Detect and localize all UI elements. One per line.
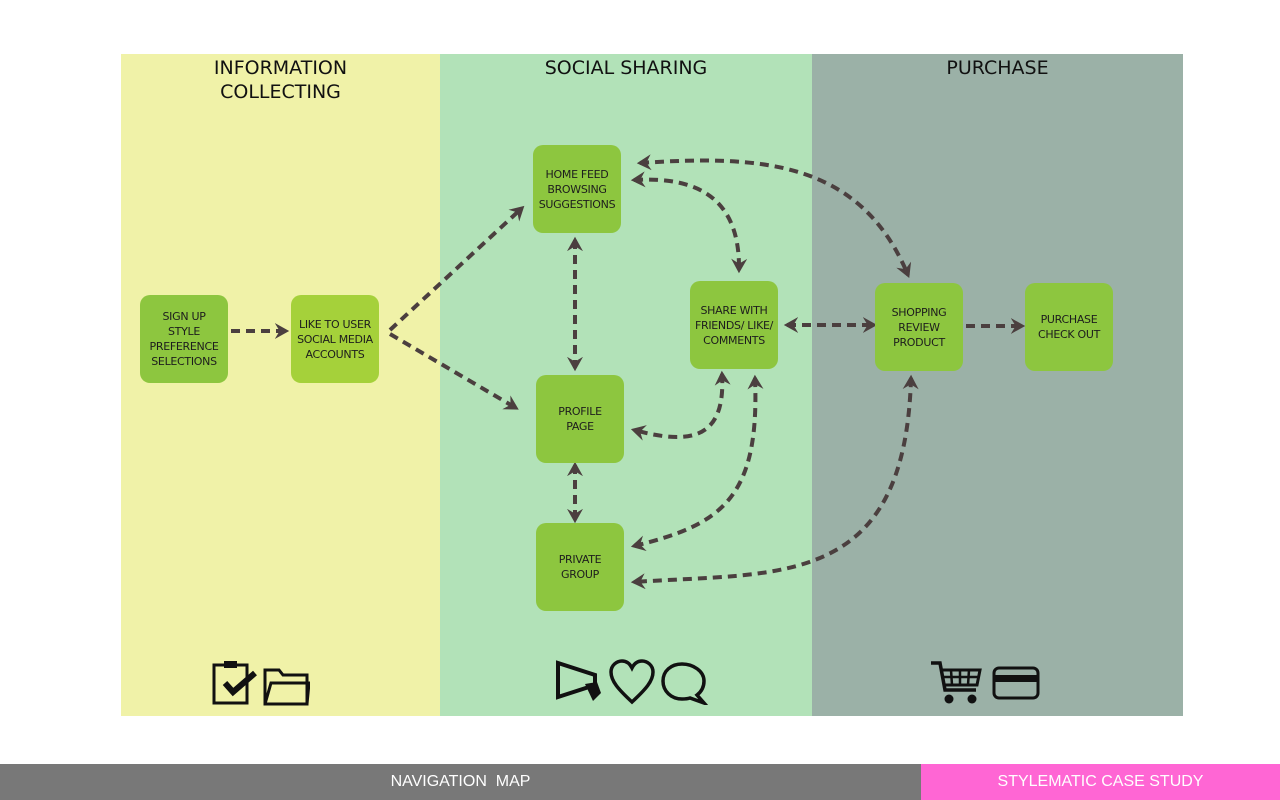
arrow-homefeed-share (630, 171, 748, 274)
node-checkout[interactable]: PURCHASE CHECK OUT (1025, 283, 1113, 371)
lane-title-purchase: PURCHASE (946, 57, 1049, 79)
heart-icon (609, 659, 655, 705)
footer-case-study: STYLEMATIC CASE STUDY (921, 764, 1280, 800)
footer-navigation-map: NAVIGATION MAP (0, 764, 921, 800)
footer-right-label: STYLEMATIC CASE STUDY (997, 773, 1204, 790)
node-private-group[interactable]: PRIVATE GROUP (536, 523, 624, 611)
arrow-share-private-group (630, 374, 764, 552)
node-shopping-label: SHOPPING REVIEW PRODUCT (891, 305, 947, 349)
node-profile[interactable]: PROFILE PAGE (536, 375, 624, 463)
node-share[interactable]: SHARE WITH FRIENDS/ LIKE/ COMMENTS (690, 281, 778, 369)
credit-card-icon (992, 666, 1040, 700)
node-share-label: SHARE WITH FRIENDS/ LIKE/ COMMENTS (694, 303, 774, 347)
node-home-feed[interactable]: HOME FEED BROWSING SUGGESTIONS (533, 145, 621, 233)
lane-title-information-collecting: INFORMATION COLLECTING (213, 57, 348, 103)
arrow-share-profile (630, 370, 731, 441)
node-like-user[interactable]: LIKE TO USER SOCIAL MEDIA ACCOUNTS (291, 295, 379, 383)
lane-information-collecting: INFORMATION COLLECTING (121, 54, 440, 716)
node-signup[interactable]: SIGN UP STYLE PREFERENCE SELECTIONS (140, 295, 228, 383)
clipboard-check-icon (212, 661, 257, 705)
node-signup-label: SIGN UP STYLE PREFERENCE SELECTIONS (149, 310, 219, 368)
speech-bubble-icon (661, 662, 708, 705)
arrow-homefeed-shopping (636, 154, 912, 278)
megaphone-icon (556, 660, 601, 701)
arrow-like-to-homefeed (388, 205, 525, 332)
arrow-shopping-private-group (630, 374, 919, 590)
folder-icon (263, 668, 310, 706)
lane-title-social-sharing: SOCIAL SHARING (544, 57, 708, 79)
footer-left-label: NAVIGATION MAP (390, 773, 531, 790)
node-private-group-label: PRIVATE GROUP (558, 553, 602, 581)
arrow-like-to-profile (388, 332, 519, 410)
node-home-feed-label: HOME FEED BROWSING SUGGESTIONS (538, 167, 616, 211)
node-like-user-label: LIKE TO USER SOCIAL MEDIA ACCOUNTS (297, 317, 373, 361)
node-profile-label: PROFILE PAGE (558, 405, 602, 433)
shopping-cart-icon (931, 661, 982, 704)
node-checkout-label: PURCHASE CHECK OUT (1037, 313, 1101, 341)
node-shopping[interactable]: SHOPPING REVIEW PRODUCT (875, 283, 963, 371)
